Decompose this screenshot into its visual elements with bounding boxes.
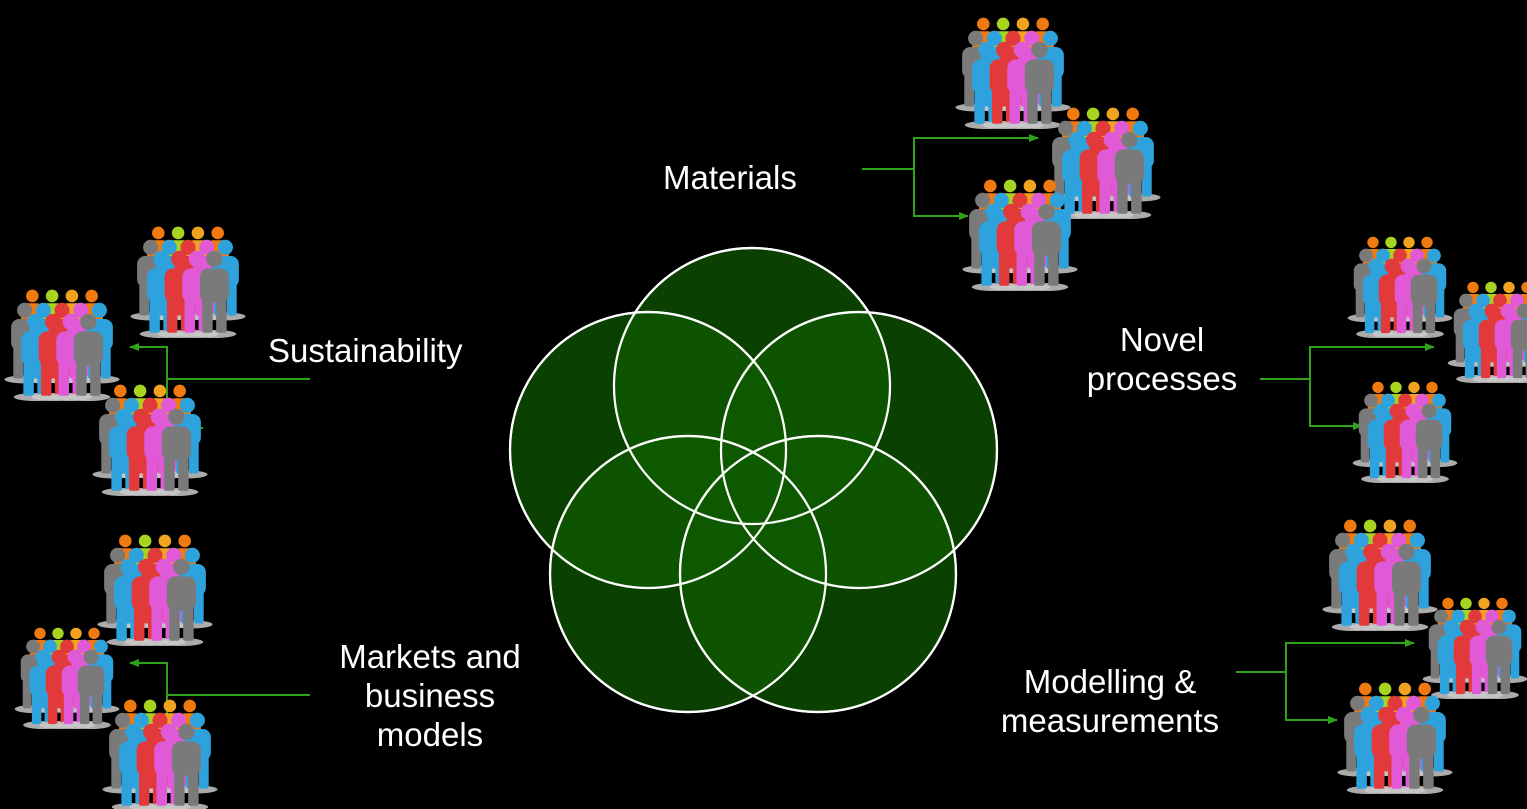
person-figure — [1399, 706, 1444, 794]
people-group-icon — [1422, 597, 1527, 699]
person-figure — [1024, 203, 1069, 291]
people-group-icon — [1322, 519, 1438, 631]
people-group-icon — [102, 699, 218, 809]
label-novel-processes: Novel processes — [1087, 320, 1237, 398]
connector-materials-upper — [913, 134, 1039, 169]
label-materials: Materials — [663, 158, 797, 197]
venn-circle-sustainability-outline — [508, 310, 788, 590]
people-group-icon — [92, 384, 208, 496]
people-group-icon — [1045, 107, 1161, 219]
people-group-icon — [130, 226, 246, 338]
people-group-icon — [1352, 381, 1458, 483]
label-line: Markets and — [339, 638, 521, 675]
label-modelling-measurements: Modelling & measurements — [1001, 662, 1219, 740]
label-markets-business-models: Markets and business models — [339, 637, 521, 754]
person-figure — [1017, 41, 1062, 129]
venn-circle-modelling-outline — [678, 434, 958, 714]
label-sustainability: Sustainability — [268, 331, 462, 370]
person-figure — [192, 250, 237, 338]
venn-circle-novel-processes-outline — [719, 310, 999, 590]
connector-novel-processes-lower — [1309, 379, 1363, 430]
person-figure — [159, 558, 204, 646]
people-group-icon — [14, 627, 120, 729]
person-figure — [164, 723, 209, 809]
label-line: business — [364, 677, 496, 714]
label-line: Novel — [1119, 321, 1205, 358]
connector-sustainability-upper — [129, 343, 168, 379]
people-group-icon — [962, 179, 1078, 291]
person-figure — [1479, 619, 1519, 699]
venn-circle-modelling — [678, 434, 958, 714]
connector-markets-upper — [129, 659, 168, 695]
people-groups — [4, 17, 1527, 809]
person-figure — [71, 649, 111, 729]
connector-modelling-lower — [1285, 672, 1338, 724]
people-group-icon — [97, 534, 213, 646]
person-figure — [154, 408, 199, 496]
connector-modelling-upper — [1285, 639, 1415, 672]
label-line: processes — [1086, 360, 1238, 397]
connector-materials-lower — [913, 169, 969, 220]
label-line: Materials — [663, 159, 797, 196]
person-figure — [1504, 303, 1527, 383]
people-group-icon — [1347, 236, 1453, 338]
venn-circles — [508, 246, 999, 714]
people-group-icon — [1447, 281, 1527, 383]
venn-circle-materials-outline — [612, 246, 892, 526]
people-group-icon — [1337, 682, 1453, 794]
connector-novel-processes-upper — [1309, 343, 1435, 379]
person-figure — [1107, 131, 1152, 219]
person-figure — [1384, 543, 1429, 631]
label-line: Sustainability — [268, 332, 463, 369]
people-group-icon — [955, 17, 1071, 129]
label-line: models — [376, 716, 484, 753]
people-group-icon — [4, 289, 120, 401]
label-line: measurements — [1000, 702, 1220, 739]
person-figure — [1409, 403, 1449, 483]
venn-circle-markets-outline — [548, 434, 828, 714]
person-figure — [1404, 258, 1444, 338]
label-line: Modelling & — [1023, 663, 1197, 700]
person-figure — [66, 313, 111, 401]
